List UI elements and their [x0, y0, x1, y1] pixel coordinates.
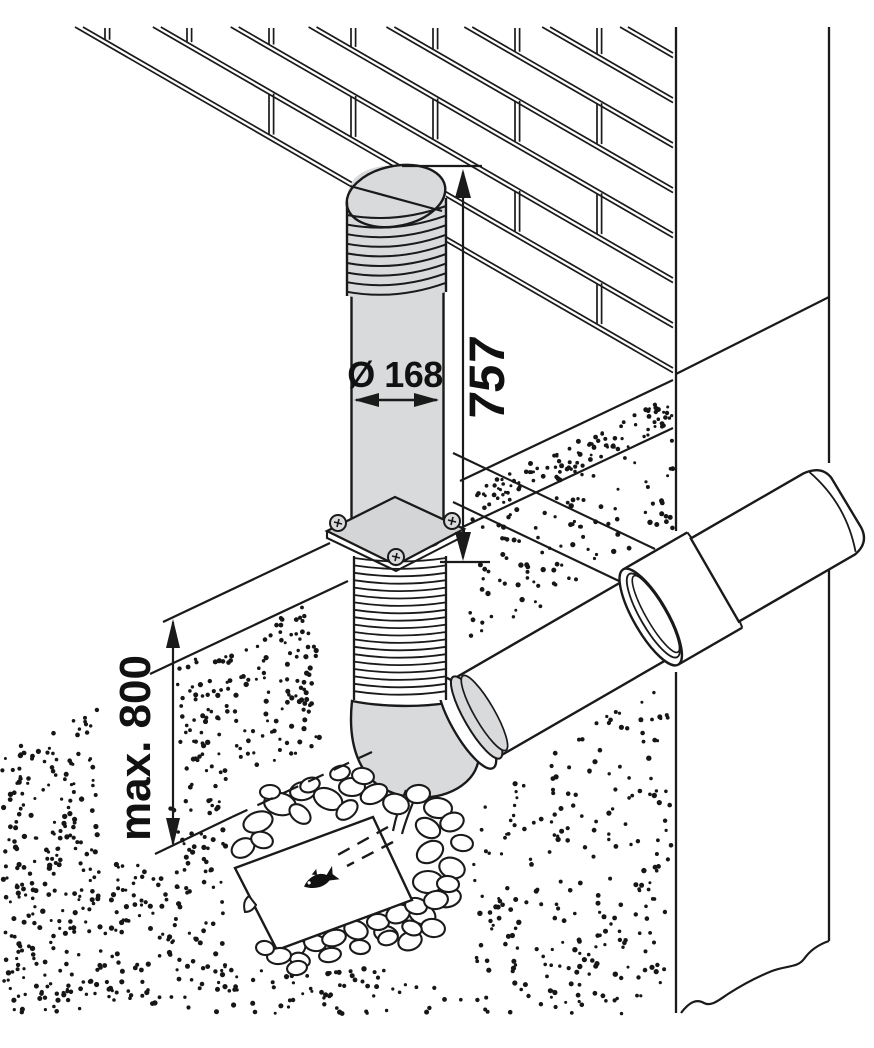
flange-screws — [329, 512, 461, 566]
dimension-depth: max. 800 — [111, 619, 373, 855]
trench-edge-lower — [452, 501, 620, 582]
depth-reference-dashed — [231, 751, 373, 818]
fish-icon — [304, 865, 340, 888]
arrow-up-icon — [166, 619, 180, 648]
wall-break-line — [680, 939, 830, 1014]
cap-seam — [349, 184, 443, 213]
wall-corner — [674, 27, 831, 1014]
horizontal-duct — [438, 469, 866, 767]
corrugated-pipe — [352, 556, 448, 700]
ground-edge-lines — [149, 379, 674, 675]
height-label: 757 — [459, 334, 515, 423]
arrow-down-icon — [455, 532, 471, 561]
arrow-up-icon — [455, 169, 471, 198]
hidden-hose-dashes — [333, 825, 394, 868]
dimension-diameter: Ø 168 — [347, 354, 443, 407]
depth-label: max. 800 — [111, 655, 160, 841]
soil-stipple — [0, 402, 676, 1016]
vent-pipe — [345, 163, 448, 549]
arrow-left-icon — [354, 393, 379, 407]
pipe-cap — [345, 163, 448, 300]
duct-pipe-end — [689, 469, 866, 624]
arrow-right-icon — [414, 393, 439, 407]
side-ground-edge — [675, 296, 830, 375]
base-flange — [324, 495, 467, 573]
brick-wall — [74, 26, 674, 374]
trench-edge-upper — [452, 452, 656, 550]
gravel-stones-front — [255, 939, 308, 977]
diameter-label: Ø 168 — [347, 354, 443, 395]
cap-ribs — [346, 205, 447, 296]
arrow-down-icon — [166, 818, 180, 847]
dimension-height: 757 — [402, 164, 515, 564]
